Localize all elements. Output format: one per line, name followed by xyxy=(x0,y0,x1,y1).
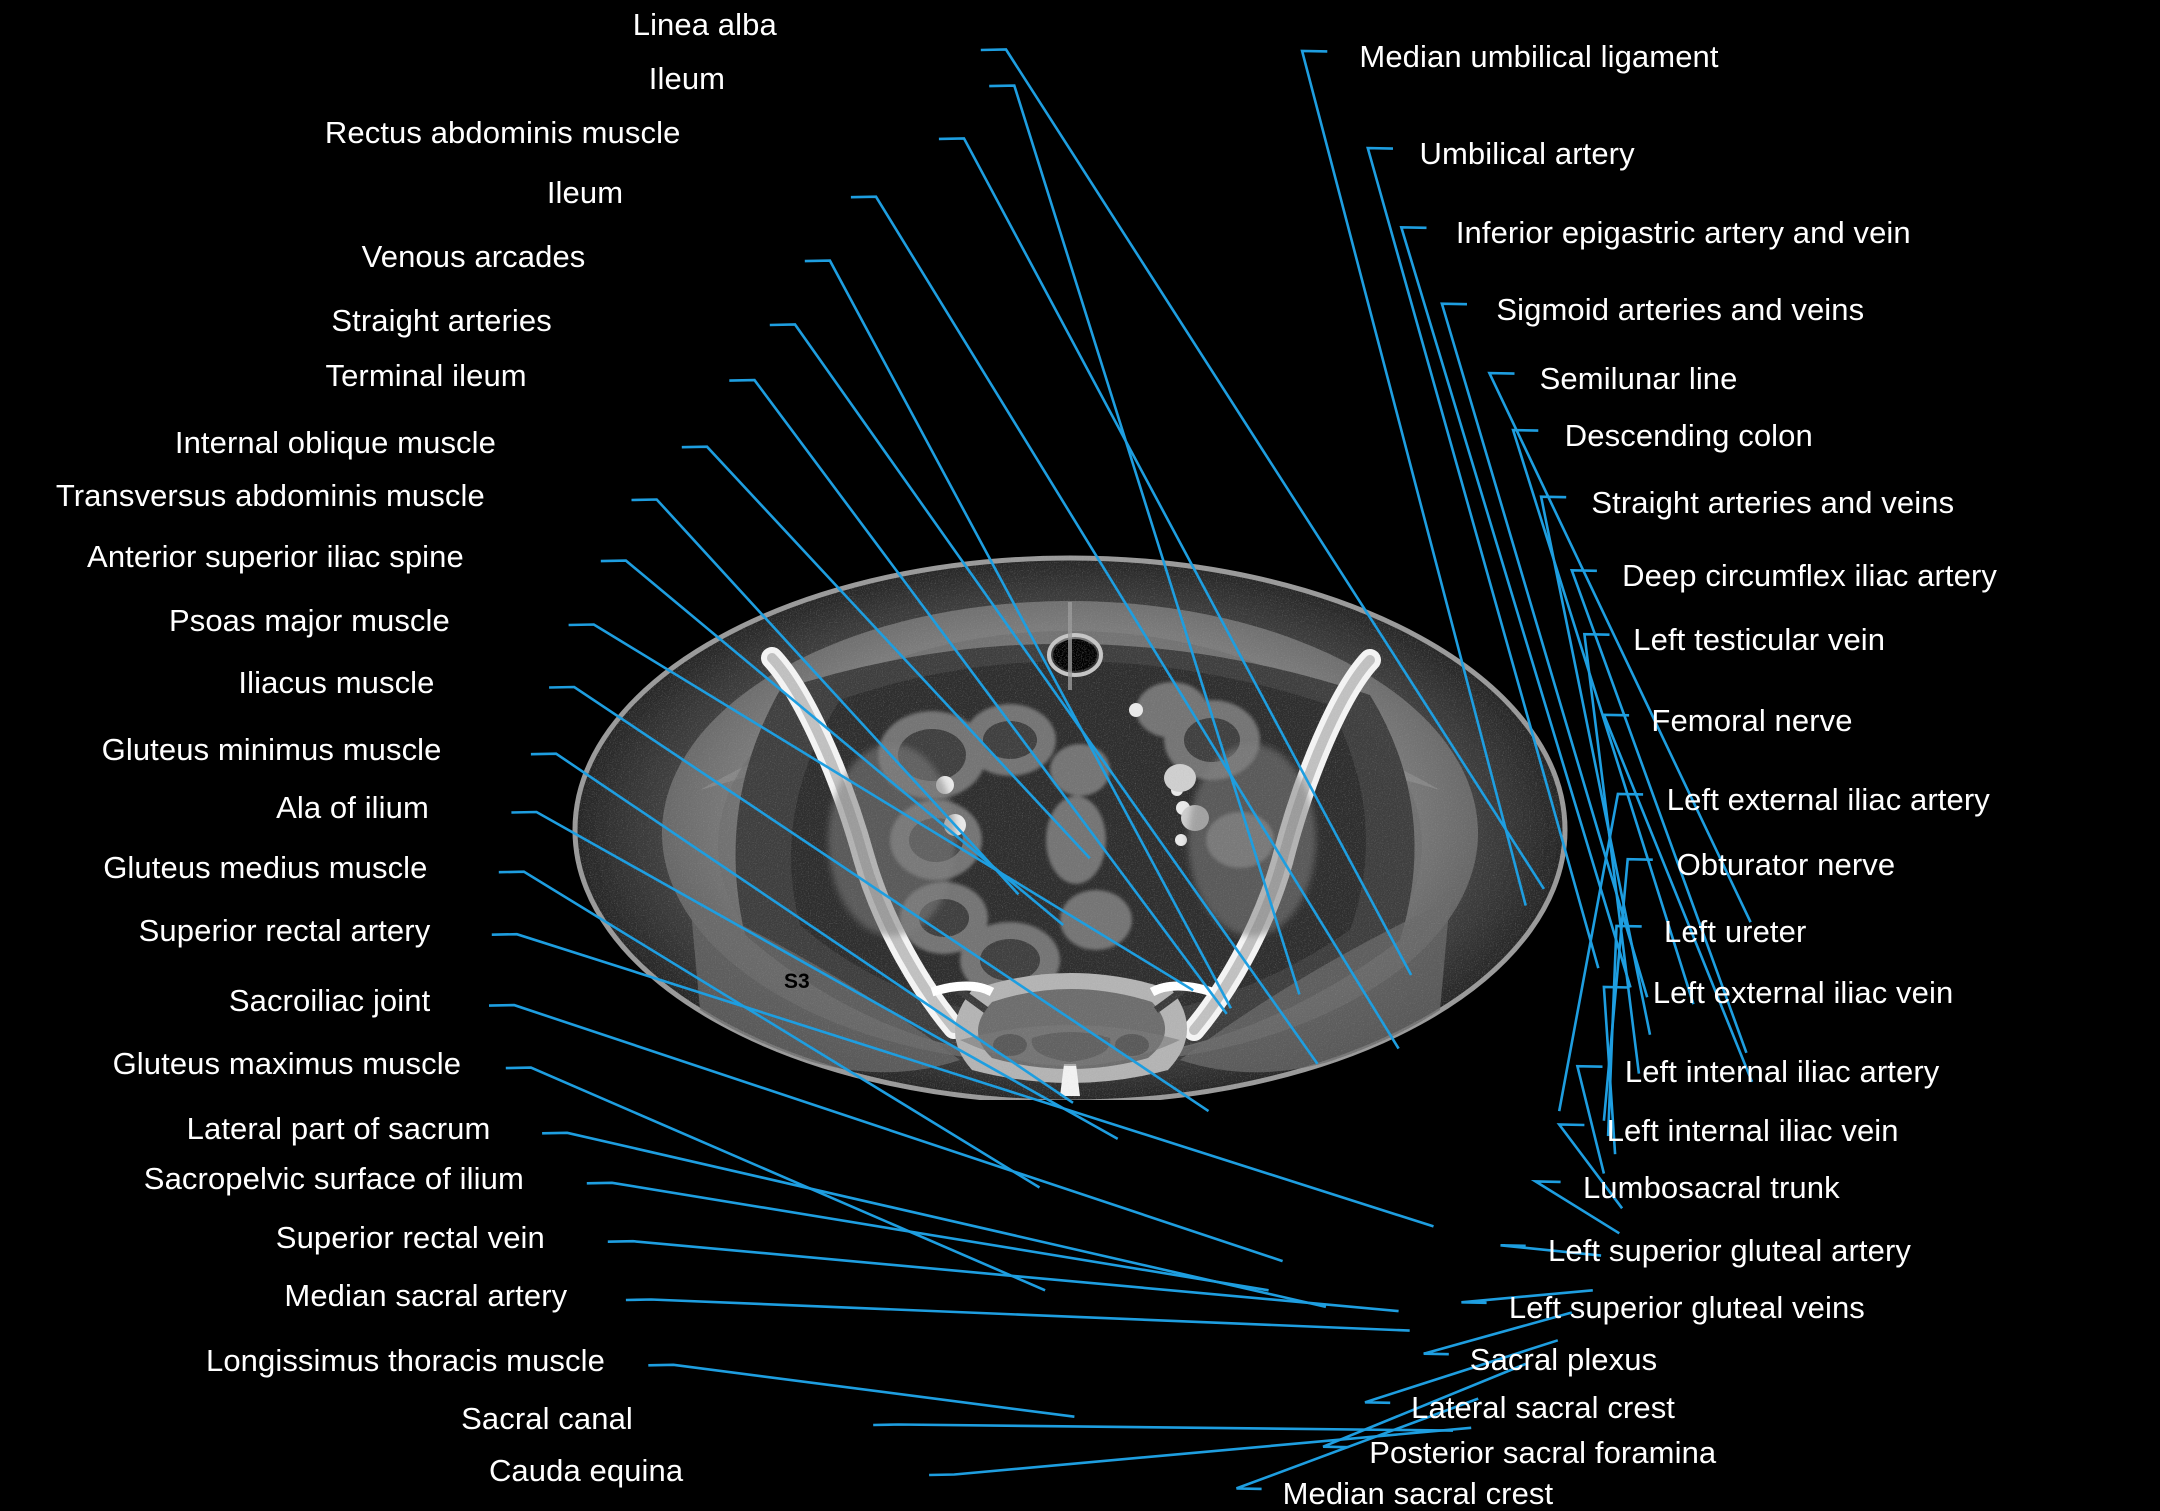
anatomy-label: Straight arteries xyxy=(331,302,552,338)
anatomy-label: Left superior gluteal veins xyxy=(1508,1290,1865,1326)
anatomy-label: Semilunar line xyxy=(1539,361,1738,397)
anatomy-label: Lateral sacral crest xyxy=(1411,1390,1676,1426)
anatomy-label: Iliacus muscle xyxy=(238,665,435,701)
anatomy-label: Left internal iliac vein xyxy=(1606,1112,1899,1148)
anatomy-label: Left superior gluteal artery xyxy=(1548,1233,1911,1269)
anatomy-label: Left external iliac artery xyxy=(1666,782,1990,817)
leader-line xyxy=(607,1239,1399,1313)
anatomy-label: Ileum xyxy=(546,175,624,211)
anatomy-label: Median umbilical ligament xyxy=(1359,38,1719,74)
anatomy-label: Left internal iliac artery xyxy=(1624,1054,1940,1090)
anatomy-label: Psoas major muscle xyxy=(168,602,450,638)
anatomy-label: Terminal ileum xyxy=(325,358,527,394)
anatomy-label: Anterior superior iliac spine xyxy=(87,538,464,574)
anatomy-label: Venous arcades xyxy=(361,238,586,274)
leader-line xyxy=(1606,924,1642,1137)
anatomy-label: Deep circumflex iliac artery xyxy=(1622,558,1997,594)
anatomy-label: Longissimus thoracis muscle xyxy=(205,1343,605,1379)
anatomy-label: Cauda equina xyxy=(488,1452,684,1488)
anatomy-label: Gluteus maximus muscle xyxy=(112,1045,462,1081)
anatomy-label: Lumbosacral trunk xyxy=(1582,1169,1840,1205)
ct-vertebra-marker: S3 xyxy=(784,970,810,993)
anatomy-label: Sacral plexus xyxy=(1469,1341,1658,1377)
leader-line xyxy=(648,1363,1075,1418)
anatomy-label: Left testicular vein xyxy=(1633,622,1886,658)
anatomy-label: Left external iliac vein xyxy=(1652,975,1954,1011)
anatomy-label: Obturator nerve xyxy=(1676,847,1896,883)
anatomy-label: Median sacral artery xyxy=(284,1277,568,1313)
anatomy-label: Superior rectal artery xyxy=(138,912,431,948)
leader-line xyxy=(1601,713,1754,1083)
anatomy-label: Sacropelvic surface of ilium xyxy=(143,1161,524,1197)
leader-line xyxy=(625,1298,1410,1332)
leader-line xyxy=(586,1181,1269,1292)
anatomy-label: Sacral canal xyxy=(461,1401,633,1437)
anatomy-label: Superior rectal vein xyxy=(275,1219,545,1255)
ct-scan-graphic: S3 xyxy=(540,540,1600,1100)
anatomy-label: Posterior sacral foramina xyxy=(1369,1434,1717,1470)
anatomy-label: Median sacral crest xyxy=(1282,1476,1554,1511)
anatomy-label: Sacroiliac joint xyxy=(228,983,431,1019)
anatomy-label: Lateral part of sacrum xyxy=(186,1111,491,1147)
anatomy-label: Inferior epigastric artery and vein xyxy=(1455,215,1911,251)
anatomy-label: Gluteus minimus muscle xyxy=(101,732,442,767)
anatomy-label: Linea alba xyxy=(632,7,777,42)
anatomy-label: Transversus abdominis muscle xyxy=(55,477,485,513)
anatomy-label: Internal oblique muscle xyxy=(174,425,496,461)
anatomy-label: Ala of ilium xyxy=(276,790,429,826)
ct-scan-image: S3 xyxy=(540,540,1600,1100)
anatomy-label: Left ureter xyxy=(1664,913,1807,949)
anatomy-label: Straight arteries and veins xyxy=(1591,484,1955,520)
anatomy-label: Umbilical artery xyxy=(1419,136,1635,172)
leader-line xyxy=(873,1423,1454,1432)
anatomy-label: Sigmoid arteries and veins xyxy=(1496,291,1865,327)
anatomy-label: Rectus abdominis muscle xyxy=(324,115,681,151)
anatomy-label: Ileum xyxy=(648,61,726,97)
leader-line xyxy=(505,1066,1046,1292)
anatomy-label: Femoral nerve xyxy=(1651,702,1853,738)
anatomy-label: Descending colon xyxy=(1564,418,1813,454)
anatomy-label: Gluteus medius muscle xyxy=(103,850,428,886)
leader-line xyxy=(542,1131,1327,1309)
